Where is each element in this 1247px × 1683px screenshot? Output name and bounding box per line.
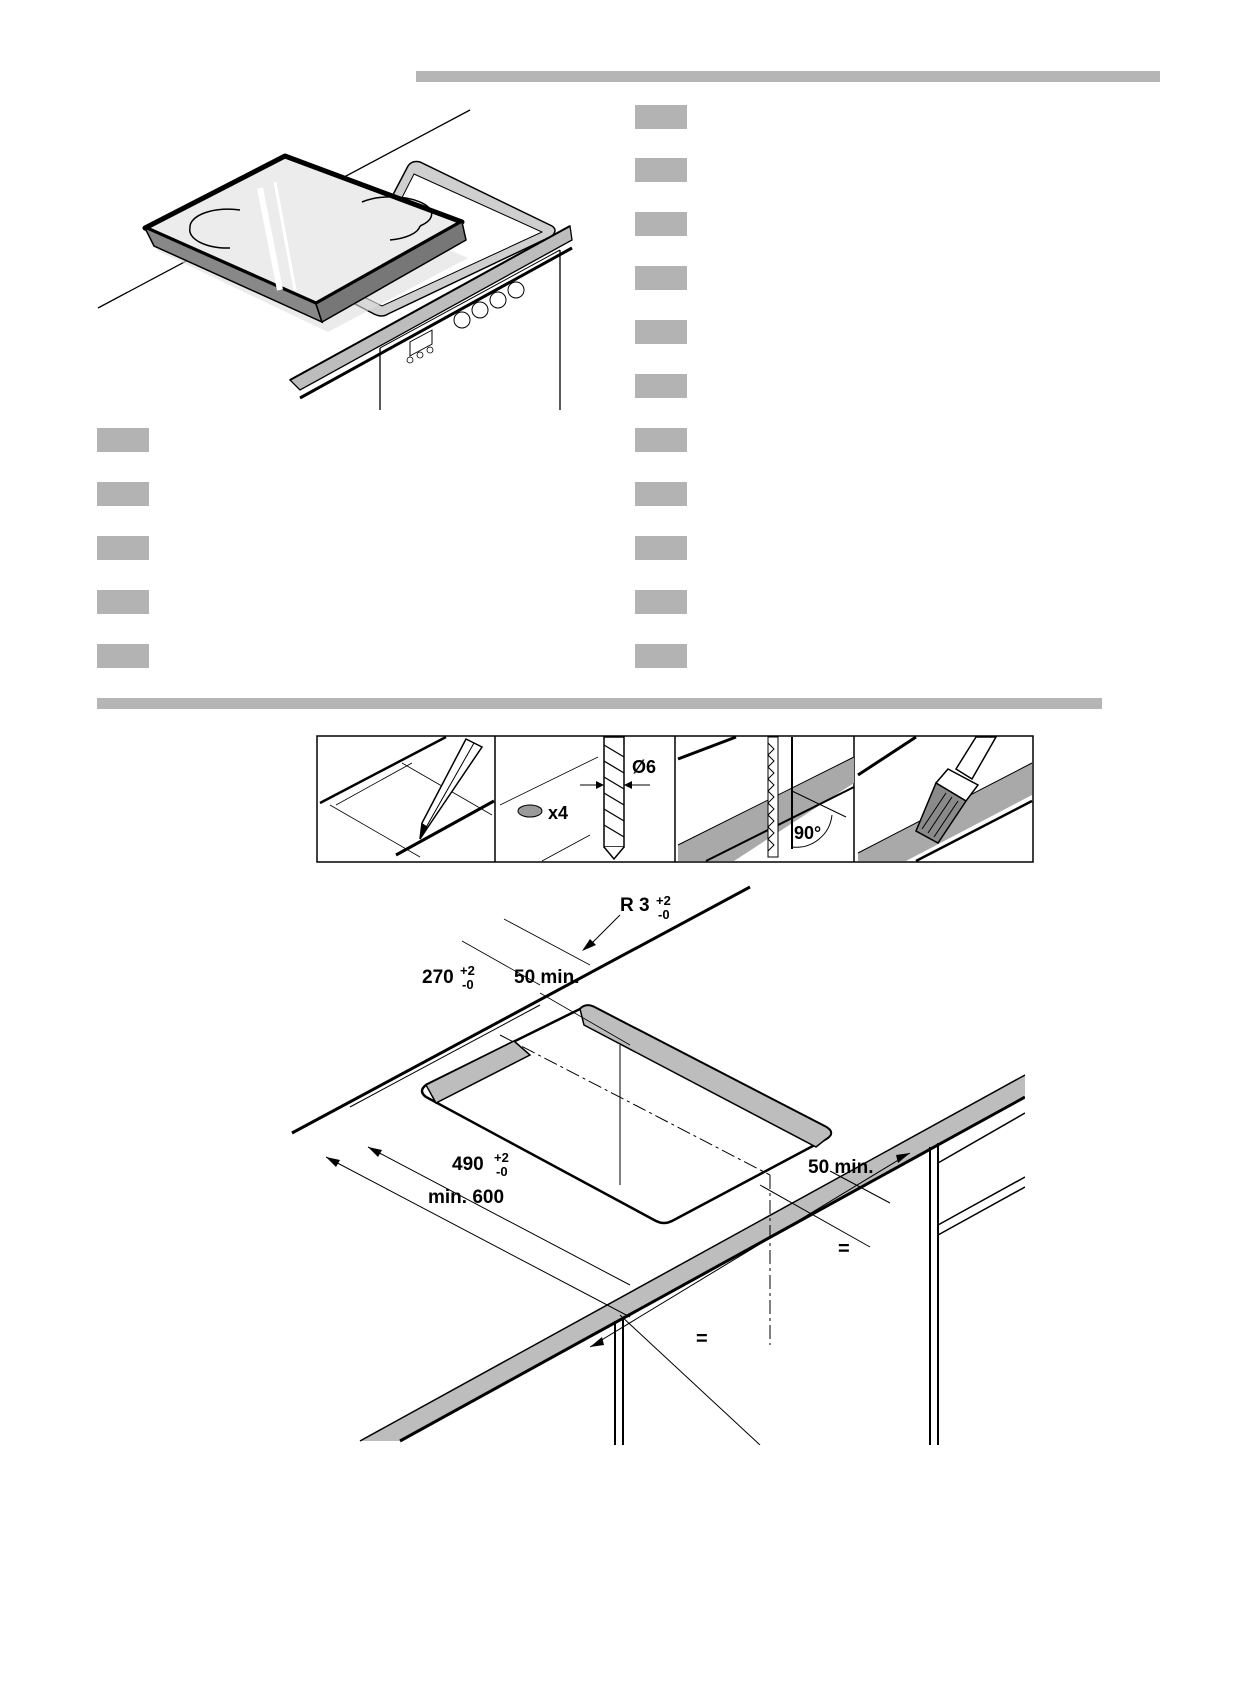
saw-angle-label: 90° [794,823,821,843]
language-tab [635,105,687,129]
cooking-zone-icon [189,208,241,229]
cooking-zone-icon [361,196,433,227]
drill-diameter-label: Ø6 [632,757,656,777]
radius-tolerance-plus: +2 [656,893,671,908]
cooking-zone-icon [189,227,231,249]
width-tolerance-plus: +2 [494,1150,509,1165]
side-margin-label: 50 min. [808,1157,873,1178]
control-knob-icon [471,301,489,319]
saw-blade-icon [767,736,779,858]
language-tab [635,374,687,398]
control-knob-icon [507,281,525,299]
language-tab [635,266,687,290]
language-tab [97,536,149,560]
control-knob-icon [489,291,507,309]
language-tab [635,428,687,452]
language-tab [635,158,687,182]
radius-label: R 3 [620,895,650,916]
cutout-dimension-drawing: R 3 +2 -0 270 +2 -0 50 min. 490 +2 -0 mi… [291,885,1025,1445]
drill-bit-icon [603,736,625,861]
language-tab [635,536,687,560]
language-tab [635,590,687,614]
min-worktop-label: min. 600 [428,1187,504,1208]
language-tab [97,428,149,452]
language-tab [97,482,149,506]
language-tab [635,482,687,506]
depth-tolerance-plus: +2 [460,963,475,978]
language-tab [97,590,149,614]
sealing-step-panel [857,735,1033,863]
hole-count-label: x4 [548,803,568,823]
equal-spacing-right: = [838,1238,850,1260]
drilling-step-panel: x4 Ø6 [499,736,656,862]
hob-installation-illustration [97,109,573,410]
depth-tolerance-minus: -0 [462,977,474,992]
drill-hole-icon [517,804,543,818]
equal-spacing-left: = [696,1328,708,1350]
sawing-step-panel: 90° [677,735,855,862]
width-label: 490 [452,1154,484,1175]
language-tab [635,320,687,344]
brush-icon [915,736,998,844]
top-section-bar [416,71,1160,82]
control-knob-icon [453,311,471,329]
language-tab [97,644,149,668]
pencil-icon [419,738,484,840]
installation-steps-strip: x4 Ø6 90° [316,735,1034,863]
radius-tolerance-minus: -0 [658,907,670,922]
language-tab [635,644,687,668]
front-margin-label: 50 min. [514,967,579,988]
width-tolerance-minus: -0 [496,1164,508,1179]
marking-step-panel [319,735,495,858]
depth-label: 270 [422,967,454,988]
middle-section-bar [97,698,1102,709]
language-tab [635,212,687,236]
